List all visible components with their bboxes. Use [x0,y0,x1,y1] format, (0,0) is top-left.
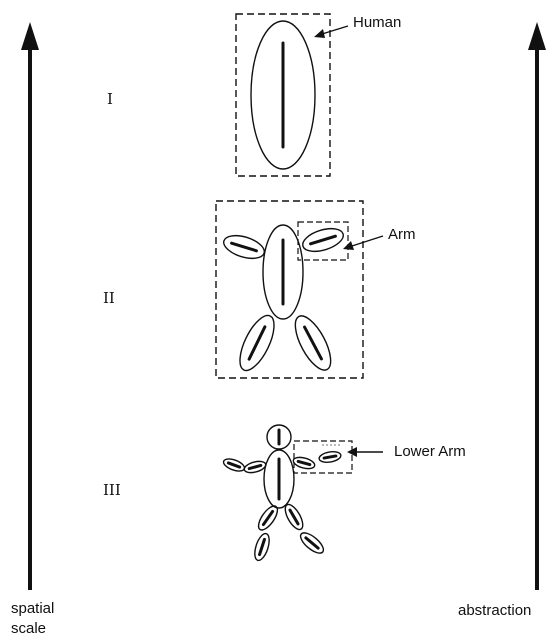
right-lower-arm-ellipse [318,450,341,464]
right-leg-ellipse [288,311,337,375]
level-3-detailed-model [222,425,352,562]
level-1-human-model [236,14,330,176]
left-leg-ellipse [233,311,281,375]
spatial-scale-axis [21,22,39,590]
left-lower-arm-ellipse [222,457,246,474]
left-thigh-ellipse [255,503,281,533]
spatial-scale-label: spatial scale [11,599,54,639]
left-upper-arm-ellipse [243,459,267,474]
spatial-scale-label-line2: scale [11,619,54,639]
right-upper-arm-ellipse [292,455,316,470]
lower-arm-label: Lower Arm [394,443,466,461]
right-shin-ellipse [297,529,326,556]
left-shin-ellipse [252,532,272,562]
right-arm-ellipse [300,224,346,255]
level-2-body-model [216,201,363,378]
human-label: Human [353,14,401,32]
left-arm-ellipse [221,231,267,262]
abstraction-label: abstraction [458,601,531,621]
arm-label: Arm [388,226,416,244]
level-label-3: III [103,481,121,499]
right-thigh-ellipse [282,502,306,532]
spatial-scale-label-line1: spatial [11,599,54,619]
human-pointer [314,26,348,38]
level-label-2: II [103,289,115,307]
level-label-1: I [107,90,113,108]
abstraction-axis [528,22,546,590]
